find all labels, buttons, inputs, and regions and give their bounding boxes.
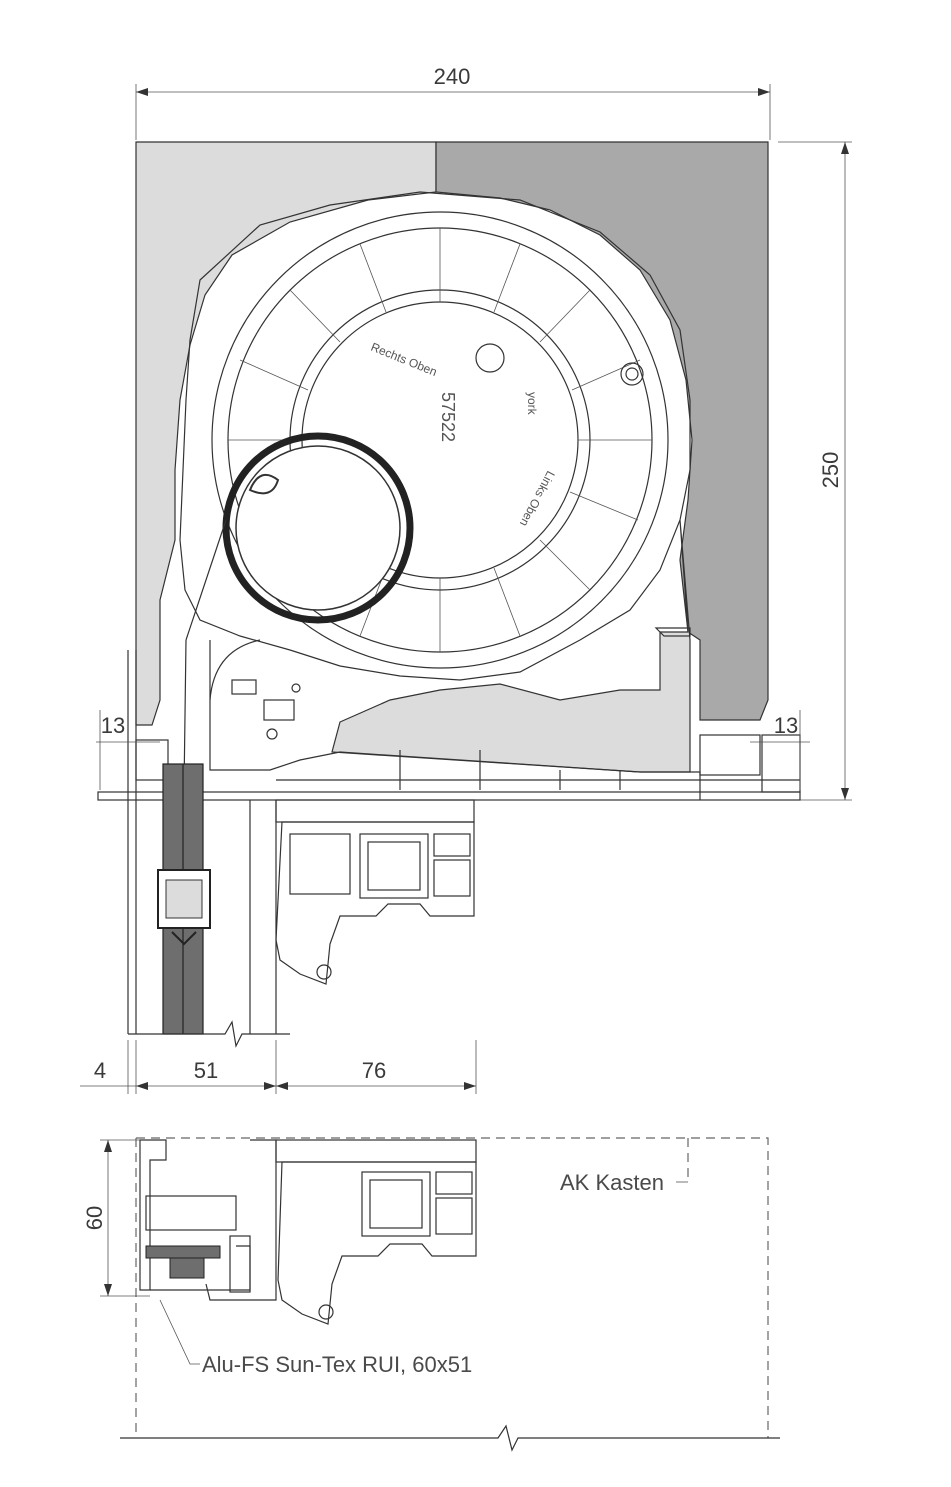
stamp-code: 57522: [438, 392, 458, 442]
guide-rail-section: [139, 1139, 277, 1301]
roller-ribs: [228, 228, 652, 652]
stamp-rechts-oben: Rechts Oben: [369, 340, 439, 379]
section-view: 60 AK Kasten Alu-FS Sun-Tex RUI, 60x51: [82, 1137, 780, 1452]
dimension-bottom-row: 4 51 76: [80, 1040, 477, 1094]
dimension-right-height-label: 250: [818, 452, 843, 489]
roller-end-cap: Rechts Oben Links Oben 57522 york: [179, 191, 691, 681]
dimension-section-height: 60: [82, 1139, 150, 1297]
dimension-right-inset: 13: [750, 710, 810, 790]
dimension-section-height-label: 60: [82, 1206, 107, 1230]
label-ak-kasten: AK Kasten: [560, 1170, 688, 1195]
dimension-top-width-label: 240: [434, 64, 471, 89]
sash-profile-section: [275, 1139, 477, 1325]
stamp-links-oben: Links Oben: [517, 469, 558, 529]
dimension-right-inset-label: 13: [774, 713, 798, 738]
label-guide-rail-text: Alu-FS Sun-Tex RUI, 60x51: [202, 1352, 472, 1377]
roller-box-insulation: [135, 141, 769, 773]
dimension-top-width: 240: [135, 64, 771, 140]
label-guide-rail: Alu-FS Sun-Tex RUI, 60x51: [159, 1299, 472, 1377]
dimension-bottom-a-label: 4: [94, 1058, 106, 1083]
dimension-bottom-b-label: 51: [194, 1058, 218, 1083]
dimension-left-inset: 13: [96, 710, 160, 790]
dimension-right-height: 250: [778, 141, 852, 801]
dimension-left-inset-label: 13: [101, 713, 125, 738]
stamp-brand: york: [525, 392, 539, 416]
dimension-bottom-c-label: 76: [362, 1058, 386, 1083]
roller-shaft: [183, 432, 414, 791]
sash-profile-elevation: [275, 799, 475, 985]
label-ak-kasten-text: AK Kasten: [560, 1170, 664, 1195]
left-guide-elevation: [127, 650, 290, 1048]
